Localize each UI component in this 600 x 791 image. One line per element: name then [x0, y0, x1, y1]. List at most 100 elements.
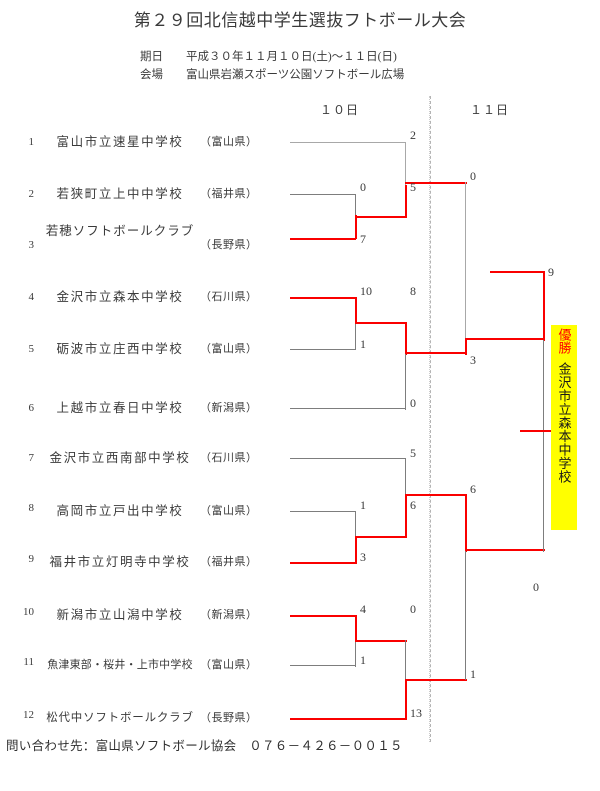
team-prefecture: （新潟県） [200, 609, 258, 621]
line-matchB-winner [355, 322, 407, 324]
contact-footer: 問い合わせ先：富山県ソフトボール協会 ０７６－４２６－００１５ [6, 739, 403, 753]
line-seed8-feed [290, 511, 355, 512]
line-seed7-feed [290, 458, 405, 459]
score-r1-m3-bot: 3 [360, 550, 366, 564]
team-prefecture: （富山県） [200, 343, 258, 355]
score-r2-m3-bot: 6 [410, 498, 416, 512]
line-qf1-winner [405, 182, 467, 184]
team-name: 砺波市立庄西中学校 [56, 342, 184, 356]
team-prefecture: （新潟県） [200, 402, 258, 414]
team-name: 魚津東部・桜井・上市中学校 [47, 659, 193, 671]
day2-header: １１日 [470, 103, 510, 117]
line-seed6-feed [290, 408, 405, 409]
score-r1-m4-top: 4 [360, 602, 366, 616]
line-qf4-upper [405, 640, 406, 682]
line-matchC-winner [355, 536, 407, 538]
line-qf1-upper [405, 142, 406, 187]
score-r1-m2-bot: 1 [360, 337, 366, 351]
line-seed1-feed [290, 142, 405, 143]
team-name: 福井市立灯明寺中学校 [49, 555, 191, 569]
seed-number: 11 [23, 656, 34, 668]
team-name: 高岡市立戸出中学校 [56, 504, 184, 518]
team-prefecture: （福井県） [200, 188, 258, 200]
score-r2-m1-bot: 5 [410, 180, 416, 194]
line-final-lower [543, 340, 544, 552]
champion-name: 金沢市立森本中学校 [556, 362, 572, 484]
seed-number: 10 [23, 606, 34, 618]
seed-number: 7 [28, 452, 35, 464]
line-matchA-winner [355, 216, 407, 218]
team-prefecture: （長野県） [200, 239, 258, 251]
score-sf-m1-top: 0 [470, 169, 476, 183]
team-prefecture: （富山県） [200, 136, 258, 148]
team-name: 富山市立速星中学校 [56, 135, 184, 149]
line-matchC-lower [355, 536, 357, 564]
team-name: 若穂ソフトボールクラブ [45, 224, 195, 238]
line-sf1-upper [465, 182, 466, 340]
team-prefecture: （福井県） [200, 556, 258, 568]
line-seed5-feed [290, 349, 355, 350]
team-prefecture: （石川県） [200, 452, 258, 464]
seed-number: 9 [28, 553, 35, 565]
day-divider-line [429, 96, 431, 742]
line-qf4-winner [405, 679, 467, 681]
team-prefecture: （富山県） [200, 505, 258, 517]
seed-number: 4 [28, 291, 35, 303]
line-seed10-feed [290, 615, 356, 617]
team-name: 松代中ソフトボールクラブ [46, 712, 194, 724]
line-sf2-lower [465, 549, 466, 680]
line-matchA-upper [355, 194, 356, 216]
score-final-top: 9 [548, 265, 554, 279]
seed-number: 8 [28, 502, 35, 514]
line-matchA-lower [355, 215, 357, 239]
team-prefecture: （富山県） [200, 659, 258, 671]
team-name: 新潟市立山潟中学校 [56, 608, 184, 622]
line-qf3-lower [405, 494, 407, 538]
champion-label: 優勝 [556, 328, 572, 354]
line-seed4-feed [290, 297, 356, 299]
line-sf2-upper [465, 494, 467, 552]
score-r2-m4-top: 0 [410, 602, 416, 616]
seed-number: 12 [23, 709, 34, 721]
line-qf2-upper [405, 322, 407, 355]
score-r1-m1-bot: 7 [360, 232, 366, 246]
line-sf1-lower [465, 338, 467, 355]
line-sf1-winner [465, 338, 545, 340]
line-matchB-lower [355, 322, 356, 350]
line-qf4-lower [405, 679, 407, 720]
score-r1-m1-top: 0 [360, 180, 366, 194]
team-name: 若狭町立上中中学校 [56, 187, 184, 201]
team-prefecture: （長野県） [200, 712, 258, 724]
score-final-bot: 0 [533, 580, 539, 594]
score-r1-m3-top: 1 [360, 498, 366, 512]
line-matchC-upper [355, 511, 356, 537]
line-matchB-upper [355, 297, 357, 323]
event-date-row: 期日平成３０年１１月１０日(土)〜１１日(日) [140, 48, 397, 64]
line-seed3-feed [290, 238, 356, 240]
line-champion-connector [520, 430, 552, 432]
line-seed11-feed [290, 665, 355, 666]
score-r2-m4-bot: 13 [410, 706, 422, 720]
score-sf-m1-bot: 3 [470, 353, 476, 367]
line-final-top-feed [490, 271, 545, 273]
line-qf1-lower [405, 185, 407, 218]
event-date-label: 期日 [140, 51, 163, 63]
line-seed12-feed [290, 718, 407, 720]
champion-box: 優勝 金沢市立森本中学校 [551, 325, 577, 530]
page-title: 第２９回北信越中学生選抜フトボール大会 [133, 11, 467, 30]
line-seed2-feed [290, 194, 355, 195]
line-qf2-lower [405, 352, 406, 410]
score-r2-m2-bot: 0 [410, 396, 416, 410]
seed-number: 2 [28, 188, 35, 200]
team-prefecture: （石川県） [200, 291, 258, 303]
seed-number: 6 [28, 402, 35, 414]
day1-header: １０日 [320, 103, 360, 117]
seed-number: 1 [28, 136, 35, 148]
line-seed9-feed [290, 562, 356, 564]
event-venue-value: 富山県岩瀬スポーツ公園ソフトボール広場 [186, 69, 405, 81]
line-matchD-winner [355, 640, 407, 642]
score-r2-m2-top: 8 [410, 284, 416, 298]
line-matchD-lower [355, 640, 356, 667]
seed-number: 5 [28, 343, 35, 355]
score-r2-m1-top: 2 [410, 128, 416, 142]
